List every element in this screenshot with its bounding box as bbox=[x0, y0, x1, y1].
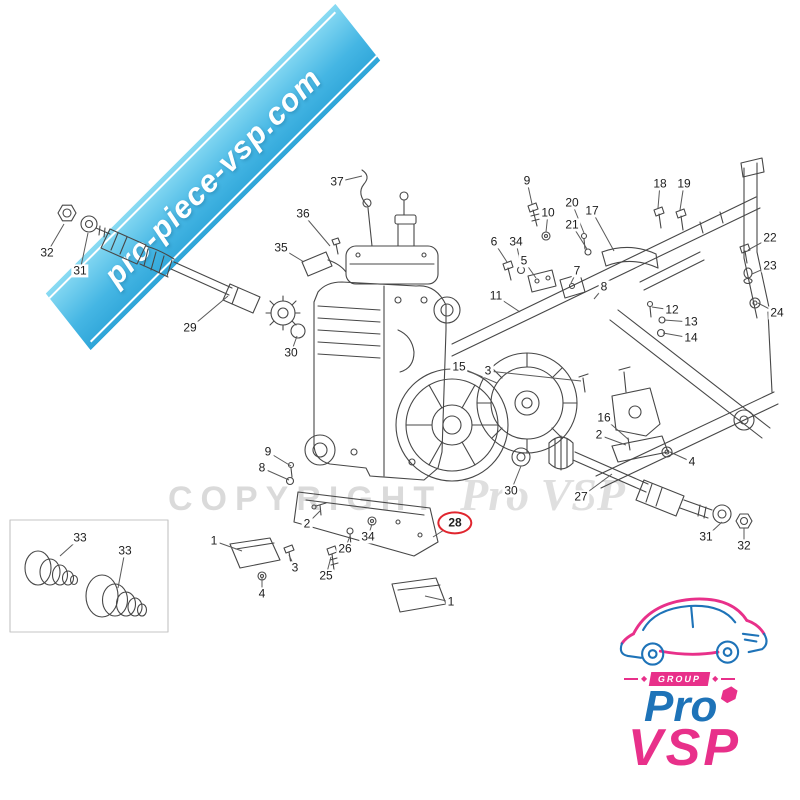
part-callout: 6 bbox=[488, 234, 500, 249]
car-sketch-icon bbox=[619, 597, 768, 666]
part-callout: 29 bbox=[181, 320, 199, 335]
highlighted-part-callout: 28 bbox=[437, 511, 473, 535]
logo-pro-word: Pro bbox=[644, 682, 718, 731]
part-callout: 1 bbox=[208, 533, 220, 548]
badge-line-left bbox=[624, 678, 638, 680]
provsp-logo: ◆ GROUP ◆ Pro⬢ VSP bbox=[598, 582, 793, 792]
part-callout: 3 bbox=[289, 560, 301, 575]
part-callout: 2 bbox=[301, 516, 313, 531]
right-cv-axle bbox=[548, 435, 753, 529]
logo-group-badge: ◆ GROUP ◆ bbox=[624, 672, 736, 686]
part-callout: 18 bbox=[651, 176, 669, 191]
part-callout: 36 bbox=[294, 206, 312, 221]
part-callout: 12 bbox=[663, 302, 681, 317]
diamond-icon: ◆ bbox=[712, 674, 719, 683]
left-cv-axle bbox=[57, 204, 306, 339]
part-callout: 11 bbox=[487, 288, 505, 303]
cv-boots-box bbox=[9, 519, 169, 633]
part-callout: 20 bbox=[563, 195, 581, 210]
part-callout: 8 bbox=[598, 279, 610, 294]
part-callout: 32 bbox=[735, 538, 753, 553]
part-callout: 9 bbox=[262, 444, 274, 459]
logo-vsp-text: VSP bbox=[628, 718, 742, 777]
part-callout: 32 bbox=[38, 245, 56, 260]
group-label: GROUP bbox=[648, 672, 711, 686]
part-callout: 13 bbox=[682, 314, 700, 329]
part-callout: 27 bbox=[572, 489, 590, 504]
part-callout: 5 bbox=[518, 253, 530, 268]
part-callout: 15 bbox=[450, 359, 468, 374]
part-callout: 25 bbox=[317, 568, 335, 583]
part-callout: 16 bbox=[595, 410, 613, 425]
part-callout: 21 bbox=[563, 217, 581, 232]
part-callout: 4 bbox=[256, 586, 268, 601]
part-callout: 8 bbox=[256, 460, 268, 475]
part-callout: 23 bbox=[761, 258, 779, 273]
part-callout: 22 bbox=[761, 230, 779, 245]
part-callout: 3 bbox=[482, 363, 494, 378]
part-callout: 2 bbox=[593, 427, 605, 442]
part-callout: 4 bbox=[686, 454, 698, 469]
chassis-frame bbox=[451, 157, 779, 489]
logo-pro-text: Pro⬢ bbox=[644, 685, 793, 729]
skid-plate bbox=[293, 491, 439, 557]
part-callout: 14 bbox=[682, 330, 700, 345]
cvt-pulleys bbox=[395, 352, 578, 482]
part-callout: 37 bbox=[328, 174, 346, 189]
engine-block bbox=[301, 169, 461, 481]
part-callout: 30 bbox=[282, 345, 300, 360]
part-callout: 10 bbox=[539, 205, 557, 220]
part-callout: 30 bbox=[502, 483, 520, 498]
part-callout: 33 bbox=[116, 543, 134, 558]
part-callout: 24 bbox=[768, 305, 786, 320]
part-callout: 35 bbox=[272, 240, 290, 255]
part-callout: 7 bbox=[571, 263, 583, 278]
badge-line-right bbox=[721, 678, 736, 680]
part-callout: 26 bbox=[336, 541, 354, 556]
part-callout: 31 bbox=[697, 529, 715, 544]
part-callout: 31 bbox=[71, 263, 89, 278]
part-callout: 33 bbox=[71, 530, 89, 545]
part-callout: 19 bbox=[675, 176, 693, 191]
part-callout: 17 bbox=[583, 203, 601, 218]
part-callout: 9 bbox=[521, 173, 533, 188]
part-callout: 34 bbox=[359, 529, 377, 544]
part-callout: 1 bbox=[445, 594, 457, 609]
hexagon-icon: ⬢ bbox=[719, 685, 736, 706]
diamond-icon: ◆ bbox=[641, 674, 648, 683]
part-callout: 34 bbox=[507, 234, 525, 249]
